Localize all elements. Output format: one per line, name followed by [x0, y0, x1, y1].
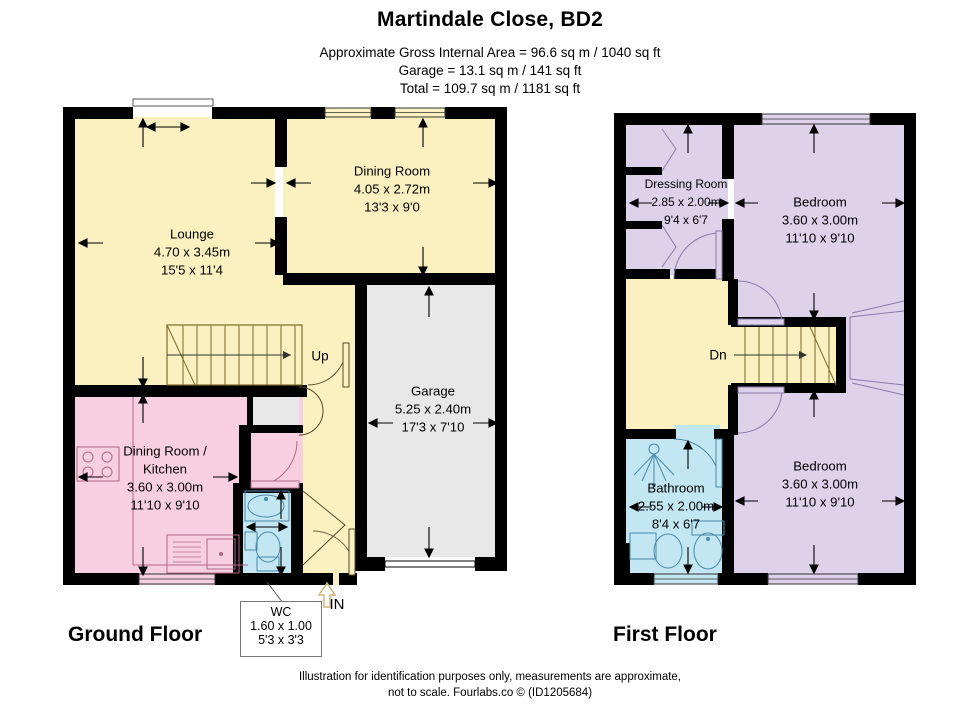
kitchen-fittings [76, 397, 248, 574]
kitchen-metric: 3.60 x 3.00m [127, 479, 203, 494]
toilet-icon [255, 531, 281, 563]
bedroom-2-imperial: 11'10 x 9'10 [785, 494, 854, 509]
hob-icon [76, 446, 120, 482]
first-floor-plan: Dn [614, 113, 916, 585]
bedroom-1-imperial: 11'10 x 9'10 [785, 230, 854, 245]
footer-disclaimer-line-1: Illustration for identification purposes… [298, 671, 682, 683]
dining-room-metric: 4.05 x 2.72m [354, 181, 430, 196]
garage-metric: 5.25 x 2.40m [395, 401, 471, 416]
hall-fill [303, 380, 355, 585]
stairs-up-label: Up [311, 349, 328, 364]
bedroom-2-fill [734, 425, 906, 583]
lounge-imperial: 15'5 x 11'4 [161, 262, 223, 277]
lounge-bay-window[interactable] [132, 98, 214, 107]
lounge-name: Lounge [170, 226, 214, 241]
garage-name: Garage [411, 383, 455, 398]
garage-fill [367, 285, 498, 557]
bathroom-name: Bathroom [647, 480, 704, 495]
gross-internal-area-text: Approximate Gross Internal Area = 96.6 s… [319, 45, 661, 60]
entrance-arrow-icon [317, 581, 337, 608]
bedroom-1-metric: 3.60 x 3.00m [782, 212, 858, 227]
first-floor-room-labels: Dressing Room 2.85 x 2.00m 9'4 x 6'7 Bed… [638, 177, 858, 531]
bedroom-2-metric: 3.60 x 3.00m [782, 476, 858, 491]
wc-metric: 1.60 x 1.00 [250, 619, 312, 633]
wc-leader-line [266, 581, 284, 604]
bathroom-metric: 2.55 x 2.00m [638, 498, 714, 513]
kitchen-name-line-2: Kitchen [143, 461, 187, 476]
first-floor-doors [661, 128, 905, 488]
dressing-room-name: Dressing Room [645, 177, 728, 191]
entrance-in-label: IN [330, 596, 345, 613]
footer-disclaimer-line-2: not to scale. Fourlabs.co © (ID1205684) [387, 687, 593, 699]
bathroom-fittings [629, 443, 725, 570]
page-title: Martindale Close, BD2 [377, 8, 603, 31]
ground-floor-windows [132, 98, 446, 585]
first-floor-staircase [734, 326, 837, 386]
basin-icon [247, 494, 285, 518]
ground-floor-walls [63, 107, 507, 585]
bathroom-imperial: 8'4 x 6'7 [652, 516, 700, 531]
wc-imperial: 5'3 x 3'3 [258, 633, 304, 647]
first-floor-room-fills [625, 123, 906, 583]
stairs-down-label: Dn [709, 348, 726, 363]
dining-room-name: Dining Room [354, 163, 430, 178]
garage-imperial: 17'3 x 7'10 [402, 419, 465, 434]
bedroom-1-name: Bedroom [793, 194, 847, 209]
total-area-text: Total = 109.7 sq m / 1181 sq ft [399, 81, 581, 96]
wc-name: WC [270, 605, 292, 619]
kitchen-imperial: 11'10 x 9'10 [130, 497, 199, 512]
toilet-icon-first [653, 533, 683, 569]
ground-floor-room-labels: Lounge 4.70 x 3.45m 15'5 x 11'4 Dining R… [123, 163, 471, 512]
basin-icon-first [693, 532, 723, 570]
ground-floor-plan: Up [63, 98, 507, 613]
wc-callout-box: WC 1.60 x 1.00 5'3 x 3'3 [240, 601, 322, 657]
first-floor-walls [614, 113, 916, 585]
wc-fittings [244, 490, 290, 572]
kitchen-name-line-1: Dining Room / [123, 443, 207, 458]
garage-area-text: Garage = 13.1 sq m / 141 sq ft [398, 63, 582, 78]
dressing-room-imperial: 9'4 x 6'7 [664, 213, 708, 227]
bedroom-2-name: Bedroom [793, 458, 847, 473]
ground-floor-dimension-arrows [77, 117, 499, 577]
ground-floor-staircase [166, 324, 303, 386]
dining-room-fill [283, 117, 498, 275]
ground-floor-doors [250, 342, 356, 576]
ground-floor-title: Ground Floor [68, 623, 203, 646]
dressing-room-fill [625, 123, 728, 275]
dressing-room-metric: 2.85 x 2.00m [651, 195, 720, 209]
first-floor-title: First Floor [613, 623, 717, 646]
bathroom-link-fill [674, 425, 720, 445]
first-floor-windows [653, 113, 871, 585]
dining-room-imperial: 13'3 x 9'0 [364, 199, 420, 214]
sink-icon [166, 534, 240, 574]
landing-fill [625, 279, 731, 434]
lounge-metric: 4.70 x 3.45m [154, 244, 230, 259]
first-floor-dimension-arrows [628, 123, 906, 575]
